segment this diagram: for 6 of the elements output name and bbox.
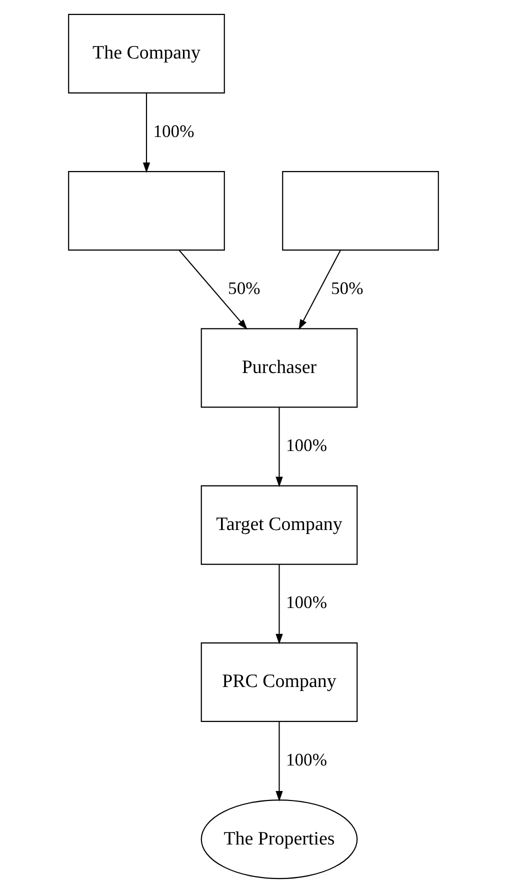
edge-label: 100%: [286, 748, 328, 769]
edge-label: 50%: [228, 277, 260, 298]
edge-label: 50%: [330, 277, 364, 298]
edge-label: 100%: [286, 434, 328, 455]
edge-label: 100%: [153, 120, 194, 140]
edge-label: 100%: [286, 592, 328, 612]
